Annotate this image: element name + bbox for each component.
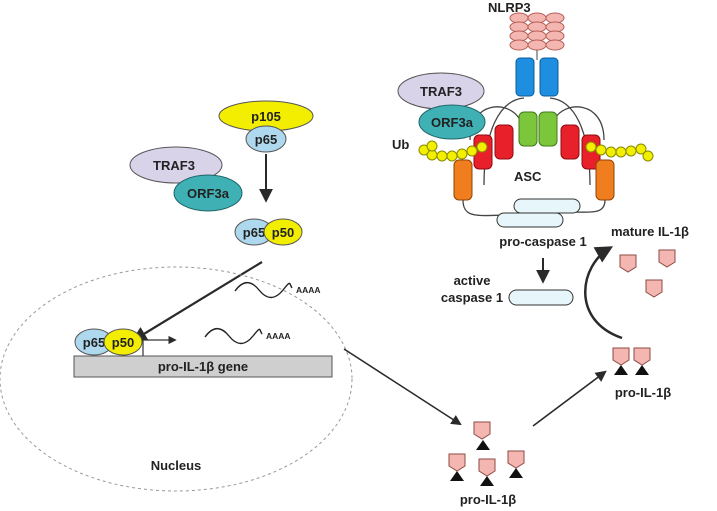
nucleus-boundary <box>0 266 353 492</box>
nlrp3-label: NLRP3 <box>488 0 531 15</box>
polya-label-top: AAAA <box>296 285 321 295</box>
mrna-strand-top <box>234 281 293 299</box>
pro-il1b-right-cluster <box>612 347 651 375</box>
mrna-strand-bottom <box>204 327 263 345</box>
priming-to-assembly-arrow <box>532 370 607 427</box>
traf3-label-left: TRAF3 <box>153 158 195 173</box>
p50-label-nucleus: p50 <box>112 335 134 350</box>
traf3-oval-left <box>129 146 223 184</box>
pro-il1b-bottom-label: pro-IL-1β <box>460 492 516 507</box>
pyd-domain-left <box>518 111 538 147</box>
traf3-label-top: TRAF3 <box>420 84 462 99</box>
mature-il1b-label: mature IL-1β <box>611 224 689 239</box>
ub-label: Ub <box>392 137 409 152</box>
p50-oval-nucleus <box>103 328 143 356</box>
asc-pyd-left-inner <box>494 124 514 160</box>
orf3a-oval-left <box>173 174 243 212</box>
asc-card-right <box>595 159 615 201</box>
p50-label-mid: p50 <box>272 225 294 240</box>
active-caspase-label-1: active <box>454 273 491 288</box>
maturation-curved-arrow <box>584 246 623 340</box>
p65-label-mid: p65 <box>243 225 265 240</box>
pro-caspase-capsule-top <box>513 198 581 214</box>
asc-label: ASC <box>514 169 542 184</box>
orf3a-label-left: ORF3a <box>187 186 230 201</box>
active-caspase-label-2: caspase 1 <box>441 290 503 305</box>
mature-il1b-cluster <box>619 249 676 298</box>
p105-label: p105 <box>251 109 281 124</box>
nlrp3-lrr-stack <box>509 12 565 51</box>
gene-label: pro-IL-1β gene <box>158 359 248 374</box>
pro-il1b-gene-bar <box>73 355 333 378</box>
nacht-domain-left <box>515 57 535 97</box>
polya-label-bottom: AAAA <box>266 331 291 341</box>
asc-card-left <box>453 159 473 201</box>
active-caspase-capsule <box>508 289 574 306</box>
p65-oval-top <box>245 125 287 153</box>
transcription-start-arrow <box>142 335 177 356</box>
asc-pyd-right-inner <box>560 124 580 160</box>
orf3a-label-top: ORF3a <box>431 115 474 130</box>
nacht-domain-right <box>539 57 559 97</box>
ubiquitin-chain-right <box>585 141 654 162</box>
p50-oval-mid <box>263 218 303 246</box>
p65-label-nucleus: p65 <box>83 335 105 350</box>
pro-caspase-label: pro-caspase 1 <box>499 234 586 249</box>
nuclear-translocation-arrow <box>131 261 263 342</box>
pro-caspase-capsule-bottom <box>496 212 564 228</box>
pro-il1b-right-label: pro-IL-1β <box>615 385 671 400</box>
pyd-domain-right <box>538 111 558 147</box>
export-translation-arrow <box>343 348 462 426</box>
orf3a-oval-top <box>418 104 486 140</box>
p65-label-top: p65 <box>255 132 277 147</box>
ubiquitin-chain-left <box>418 140 488 162</box>
pro-il1b-bottom-cluster <box>448 421 525 486</box>
nucleus-label: Nucleus <box>151 458 202 473</box>
